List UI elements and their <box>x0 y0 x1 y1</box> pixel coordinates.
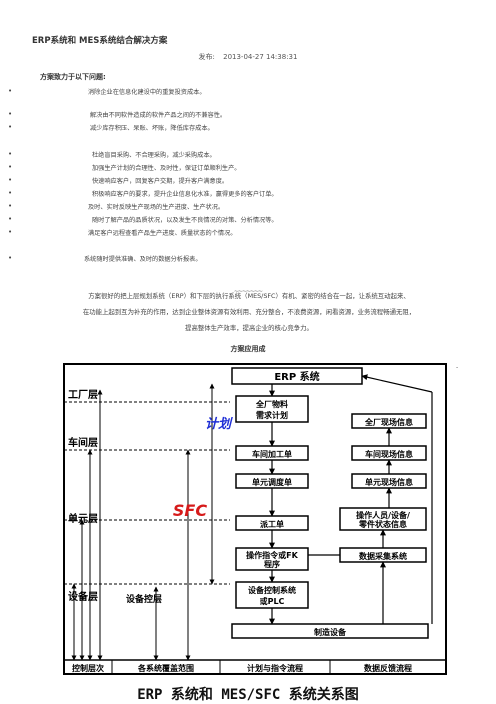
footer-plan-flow: 计划与指令流程 <box>247 663 303 673</box>
equipment-control-label: 设备控层 <box>126 593 162 605</box>
feedback-box-cell-label: 单元现场信息 <box>365 477 413 487</box>
section-heading-application: 方案应用成 <box>230 345 266 353</box>
manufacturing-equipment-label: 制造设备 <box>314 627 347 637</box>
section-heading-problems: 方案致力于以下问题: <box>40 73 106 81</box>
feedback-box-collection-label: 数据采集系统 <box>359 551 407 561</box>
erp-system-label: ERP 系统 <box>274 370 319 383</box>
footer-control-levels: 控制层次 <box>72 663 104 673</box>
plan-box-control-l1: 设备控制系统 <box>248 585 296 595</box>
feedback-box-workshop-label: 车间现场信息 <box>365 449 413 459</box>
diagram-frame <box>63 363 447 675</box>
level-workshop: 车间层 <box>68 436 98 449</box>
level-factory: 工厂层 <box>68 389 98 401</box>
plan-box-material-l1: 全厂物料 <box>255 399 288 409</box>
publish-label: 发布: <box>198 53 215 61</box>
plan-box-control-l2: 或PLC <box>260 596 285 606</box>
level-cell: 单元层 <box>68 512 98 525</box>
manufacturing-equipment-box <box>231 623 429 639</box>
separator: ~~~~~~~ <box>233 288 263 295</box>
paragraph-line: 方案很好的把上层规划系统（ERP）和下层的执行系统（MES/SFC）有机、紧密的… <box>88 292 410 300</box>
publish-meta: 发布: 2013-04-27 14:38:31 <box>0 52 496 62</box>
margin-mark: - <box>456 364 459 371</box>
plan-box-workorder-label: 车间加工单 <box>252 449 292 459</box>
plan-box-schedule-label: 单元调度单 <box>252 477 292 487</box>
page-title: ERP系统和 MES系统结合解决方案 <box>32 36 168 46</box>
paragraph-line: 在功能上起到互为补充的作用，达到企业整体资源有效利用、充分整合，不浪费资源，闲看… <box>82 308 416 316</box>
publish-date: 2013-04-27 14:38:31 <box>223 53 298 61</box>
plan-box-material-l2: 需求计划 <box>256 410 288 420</box>
feedback-box-factory-label: 全厂现场信息 <box>364 417 413 427</box>
plan-box-instruction-l2: 程序 <box>264 559 280 569</box>
level-equipment: 设备层 <box>68 590 98 603</box>
footer-feedback-flow: 数据反馈流程 <box>364 663 412 673</box>
feedback-box-status-l2: 零件状态信息 <box>358 519 407 529</box>
erp-mes-relationship-diagram: ERP 系统 工厂层 车间层 单元层 设备层 设备控层 SFC 计划 全厂物料 … <box>63 363 447 675</box>
plan-label: 计划 <box>205 416 233 432</box>
footer-coverage: 各系统覆盖范围 <box>137 663 194 673</box>
feedback-box-status-l1: 操作人员/设备/ <box>356 510 410 520</box>
diagram-caption: ERP 系统和 MES/SFC 系统关系图 <box>137 687 359 703</box>
plan-box-dispatch-label: 派工单 <box>260 519 284 529</box>
plan-box-instruction-l1: 操作指令或FK <box>246 550 298 560</box>
paragraph-line: 提高整体生产效率，提高企业的核心竞争力。 <box>185 324 313 332</box>
sfc-label: SFC <box>173 501 207 520</box>
